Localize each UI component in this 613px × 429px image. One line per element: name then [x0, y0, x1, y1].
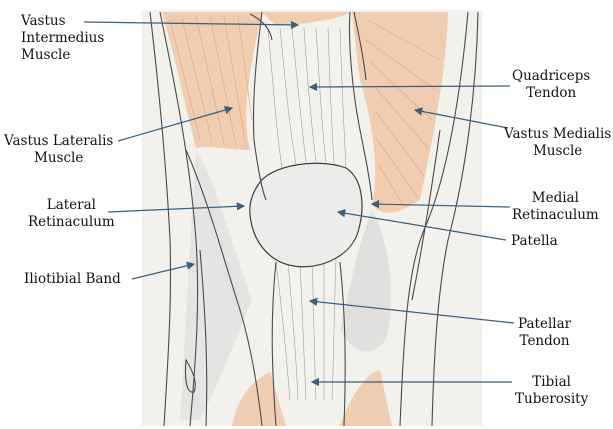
label-line: Muscle	[504, 143, 611, 160]
label-line: Tendon	[512, 85, 590, 102]
label-line: Lateral	[28, 197, 115, 214]
label-vastus-intermedius: Vastus Intermedius Muscle	[21, 13, 104, 64]
label-line: Vastus	[21, 13, 104, 30]
label-tibial-tuberosity: Tibial Tuberosity	[515, 374, 588, 408]
label-iliotibial-band: Iliotibial Band	[24, 271, 121, 288]
label-line: Vastus Lateralis	[4, 133, 113, 150]
label-line: Intermedius	[21, 30, 104, 47]
label-line: Tuberosity	[515, 391, 588, 408]
label-patellar-tendon: Patellar Tendon	[518, 316, 571, 350]
label-medial-retinaculum: Medial Retinaculum	[512, 190, 599, 224]
label-line: Muscle	[21, 47, 104, 64]
label-line: Medial	[512, 190, 599, 207]
label-quadriceps-tendon: Quadriceps Tendon	[512, 68, 590, 102]
label-vastus-lateralis: Vastus Lateralis Muscle	[4, 133, 113, 167]
label-line: Patella	[511, 233, 558, 250]
label-line: Iliotibial Band	[24, 271, 121, 288]
patella-outline	[250, 163, 362, 266]
label-line: Vastus Medialis	[504, 126, 611, 143]
label-line: Tibial	[515, 374, 588, 391]
label-line: Tendon	[518, 333, 571, 350]
label-line: Patellar	[518, 316, 571, 333]
label-patella: Patella	[511, 233, 558, 250]
label-vastus-medialis: Vastus Medialis Muscle	[504, 126, 611, 160]
label-line: Retinaculum	[28, 214, 115, 231]
label-line: Quadriceps	[512, 68, 590, 85]
label-lateral-retinaculum: Lateral Retinaculum	[28, 197, 115, 231]
label-line: Retinaculum	[512, 207, 599, 224]
label-line: Muscle	[4, 150, 113, 167]
